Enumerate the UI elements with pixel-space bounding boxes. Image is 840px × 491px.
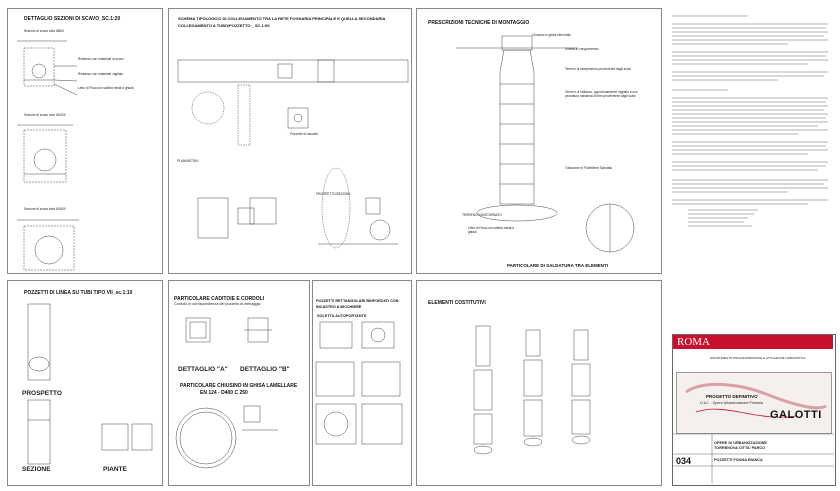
panel-title-sezioni: DETTAGLIO SEZIONI DI SCAVO_SC.1:20 [24, 16, 121, 22]
subtitle-cordolo: Cordolo in corrispondenza dei pozzetti d… [174, 302, 261, 306]
label-prospetto-sezione: PROSPETTO/SEZIONE [316, 192, 351, 196]
pozzetti-linea-drawing [27, 303, 153, 465]
label-dettaglio-a: DETTAGLIO "A" [178, 366, 228, 373]
panel-title-rettangolari: POZZETTI RETTANGOLARI RINFORZATI CON INC… [316, 299, 399, 309]
subtitle-soletta: SOLETTA AUTOPORTANTE [317, 314, 367, 318]
panel-pozzetti-linea [7, 280, 163, 486]
label-piante: PIANTE [103, 466, 127, 473]
sub-800: Sezione di scavo tubo Ø800 [24, 29, 64, 33]
panel-title-caditoie: PARTICOLARE CADITOIE E CORDOLI [174, 296, 265, 302]
panel-elementi [416, 280, 662, 486]
note-rinfianco: Terreno di rinfianco, opportunamente vag… [565, 90, 638, 98]
panel-prescrizioni [416, 8, 662, 274]
note-chiusino: Chiusino in ghisa sferoidale [532, 33, 571, 37]
note-letto-posa: Letto di Posa con sabbia mista a ghiaia [468, 226, 515, 234]
location-map [676, 372, 832, 434]
panel-caditoie [168, 280, 310, 486]
label-sezione: SEZIONE [22, 466, 51, 473]
panel-title-elementi: ELEMENTI COSTITUTIVI [428, 300, 486, 306]
label-dettaglio-b: DETTAGLIO "B" [240, 366, 290, 373]
sub-1600: Sezione di scavo tubo Ø1600 [24, 207, 66, 211]
specification-text-block [672, 15, 828, 227]
schema-drawing [177, 59, 409, 249]
caditoie-drawing [175, 317, 278, 469]
panel-title-chiusino: PARTICOLARE CHIUSINO IN GHISA LAMELLARE [180, 383, 298, 389]
label-prospetto: PROSPETTO [22, 390, 62, 397]
trench-sections-drawing [17, 40, 79, 271]
note-soletta: Soletta in conglomerato [565, 47, 599, 51]
sheet-number: 034 [676, 456, 692, 466]
roma-logo-text: ROMA [677, 336, 711, 348]
panel-schema-tipologico [168, 8, 412, 274]
prescrizioni-drawing [456, 35, 635, 253]
note-scavo-2: Rinfianco con materiale vagliato [78, 72, 124, 76]
sub-1200: Sezione di scavo tubo Ø1200 [24, 113, 66, 117]
note-tubazione: Tubazione in Polietilene Spiralato [565, 166, 613, 170]
title-block-grid [672, 433, 834, 484]
panel-title-prescrizioni: PRESCRIZIONI TECNICHE DI MONTAGGIO [428, 20, 530, 26]
note-riempimento: Terreno di riempimento proveniente dagli… [565, 67, 631, 71]
panel-title-schema: SCHEMA TIPOLOGICO DI COLLEGAMENTO TRA LA… [178, 16, 386, 21]
sheet-title: POZZETTI FOGNA BIANCA [714, 458, 763, 462]
roma-header [673, 335, 833, 349]
panel-title-pozzetti: POZZETTI DI LINEA SU TUBI TIPO VII_sc.1:… [24, 290, 133, 296]
work-title-2: TORRENOVA CITTA' PARCO [714, 446, 766, 450]
firm-logo: GALOTTI [770, 409, 822, 421]
label-planimetria: PLANIMETRIA [177, 159, 199, 163]
project-title: PROGETTO DEFINITIVO [706, 394, 758, 399]
note-scavo-3: Letto di Posa con sabbia mista a ghiaia [78, 86, 134, 90]
work-title: OPERE DI URBANIZZAZIONE [714, 441, 767, 445]
dept-text: DIPARTIMENTO PROGRAMMAZIONE E ATTUAZIONE… [710, 356, 806, 360]
panel-title-chiusino-norm: EN 124 - D400 C 250 [200, 390, 248, 396]
rettangolari-drawing [315, 321, 403, 445]
elementi-drawing [473, 325, 591, 455]
note-terreno: TERRENO INDISTURBATO [462, 213, 502, 217]
note-scavo-1: Rinfianco con materiale di scavo [78, 57, 124, 61]
project-subtitle: O.U.I. - Opere Urbanizzazione Primaria [700, 401, 763, 405]
panel-sezioni-scavo [7, 8, 163, 274]
label-pozzetto-raccolta: Pozzetto di raccolta [290, 132, 318, 136]
map-outline [685, 382, 827, 418]
subtitle-saldatura: PARTICOLARE DI SALDATURA TRA ELEMENTI [507, 263, 608, 268]
panel-subtitle-schema: COLLEGAMENTO A TUBO/POZZETTO _ SC.1:50 [178, 23, 270, 28]
panel-pozzetti-rettangolari [312, 280, 412, 486]
